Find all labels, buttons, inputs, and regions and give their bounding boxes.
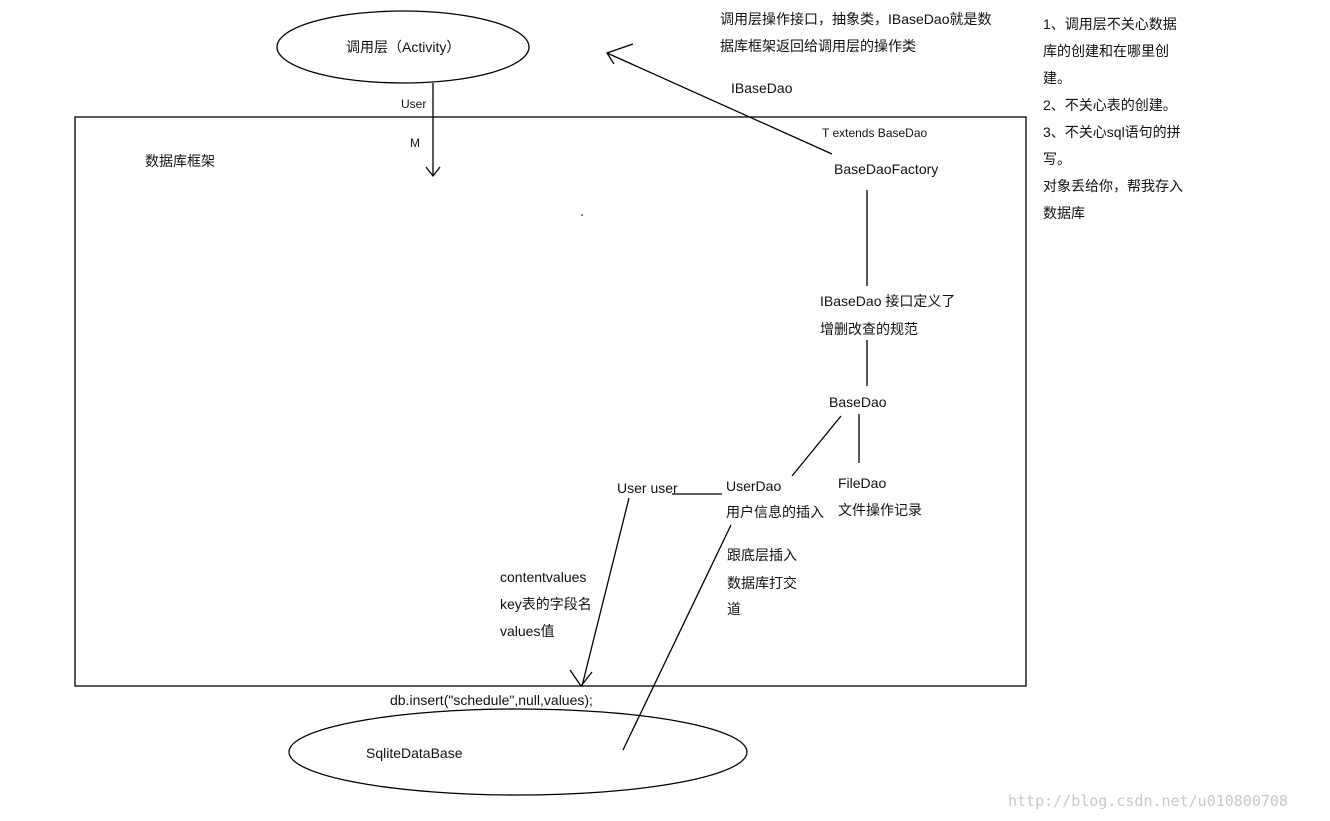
underlying-line-3: 道	[727, 601, 741, 617]
insert-call-label: db.insert("schedule",null,values);	[390, 692, 593, 708]
user-dao-desc: 用户信息的插入	[726, 504, 824, 520]
ibasedao-desc-line-2: 据库框架返回给调用层的操作类	[720, 38, 916, 54]
user-label: User	[401, 97, 427, 111]
underlying-line-1: 跟底层插入	[727, 547, 797, 563]
side-note-line-8: 数据库	[1043, 205, 1085, 221]
user-user-label: User user	[617, 480, 678, 496]
basedao-to-userdao-line	[791, 415, 842, 477]
db-framework-label: 数据库框架	[145, 153, 215, 169]
side-note-line-5: 3、不关心sql语句的拼	[1043, 124, 1181, 140]
file-dao-desc: 文件操作记录	[838, 502, 922, 518]
file-dao-label: FileDao	[838, 475, 887, 491]
db-framework-box	[74, 116, 1027, 687]
m-label: M	[410, 136, 420, 150]
ibasedao-interface-line-2: 增删改查的规范	[820, 321, 918, 337]
base-dao-label: BaseDao	[829, 394, 887, 410]
t-extends-label: T extends BaseDao	[822, 126, 928, 140]
watermark: http://blog.csdn.net/u010800708	[1008, 792, 1288, 810]
ibasedao-interface-line-1: IBaseDao 接口定义了	[820, 293, 956, 309]
user-to-insert-line	[581, 497, 630, 687]
userdao-to-sqlite-line	[622, 524, 732, 751]
caller-layer-ellipse	[276, 10, 530, 84]
side-note-line-1: 1、调用层不关心数据	[1043, 16, 1177, 32]
base-dao-factory-label: BaseDaoFactory	[834, 161, 939, 177]
side-note-line-4: 2、不关心表的创建。	[1043, 97, 1177, 113]
user-dao-label: UserDao	[726, 478, 782, 494]
contentvalues-line-3: values值	[500, 623, 555, 639]
side-note-line-3: 建。	[1043, 70, 1071, 86]
side-note-line-7: 对象丢给你，帮我存入	[1043, 178, 1183, 194]
factory-to-caller-line	[606, 52, 833, 155]
caller-layer-label: 调用层（Activity）	[346, 39, 461, 55]
sqlite-ellipse	[288, 708, 748, 796]
ibasedao-desc-line-1: 调用层操作接口，抽象类，IBaseDao就是数	[720, 11, 992, 27]
underlying-line-2: 数据库打交	[727, 575, 797, 591]
contentvalues-line-2: key表的字段名	[500, 596, 592, 612]
contentvalues-line-1: contentvalues	[500, 569, 587, 585]
ibasedao-label: IBaseDao	[731, 80, 793, 96]
user-to-insert-head	[569, 669, 593, 688]
side-note-line-6: 写。	[1043, 151, 1071, 167]
side-note-line-2: 库的创建和在哪里创	[1043, 43, 1169, 59]
factory-to-caller-head	[606, 43, 634, 65]
user-arrow-head	[425, 166, 441, 178]
sqlite-db-label: SqliteDataBase	[366, 745, 463, 761]
